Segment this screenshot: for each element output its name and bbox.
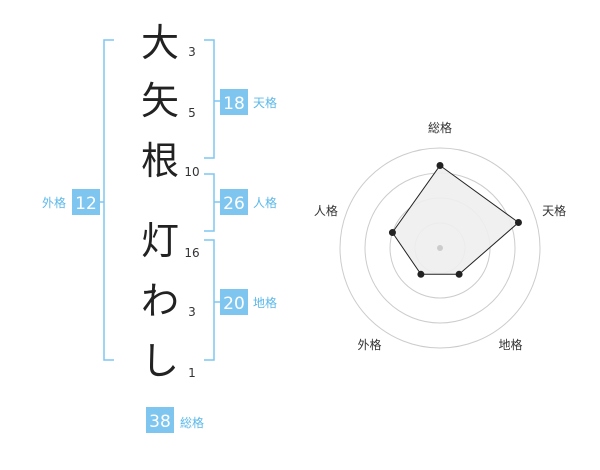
radar-point-jinkaku xyxy=(388,229,396,237)
stroke-counts: 3 5 10 16 3 1 xyxy=(184,45,199,380)
jinkaku-badge-box xyxy=(220,189,248,215)
tenkaku-value: 18 xyxy=(223,94,245,114)
radar-label-chikaku: 地格 xyxy=(498,337,522,352)
chikaku-label: 地格 xyxy=(253,295,277,310)
tenkaku-badge: 18 天格 xyxy=(220,89,277,115)
stroke-count-4: 16 xyxy=(184,246,199,260)
tenkaku-bracket xyxy=(204,39,215,159)
radar-polygon xyxy=(391,164,520,275)
jinkaku-label: 人格 xyxy=(253,195,277,210)
chikaku-badge: 20 地格 xyxy=(220,289,277,315)
stroke-count-1: 3 xyxy=(188,45,196,59)
soukaku-badge-box xyxy=(146,407,174,433)
stroke-count-5: 3 xyxy=(188,305,196,319)
chikaku-badge-box xyxy=(220,289,248,315)
radar-ring-4 xyxy=(339,147,541,349)
jinkaku-value: 26 xyxy=(223,194,245,214)
soukaku-badge: 38 総格 xyxy=(146,407,204,433)
name-characters: 大 矢 根 灯 わ し xyxy=(141,21,179,383)
radar-label-jinkaku: 人格 xyxy=(314,203,338,218)
gaikaku-value: 12 xyxy=(75,194,97,214)
name-char-1: 大 xyxy=(141,21,179,65)
radar-point-tenkaku xyxy=(514,219,522,227)
gaikaku-badge: 外格 12 xyxy=(42,189,100,215)
radar-label-soukaku: 総格 xyxy=(428,120,452,135)
radar-center-dot xyxy=(437,245,443,251)
radar-point-soukaku xyxy=(436,162,444,169)
name-char-6: し xyxy=(141,339,179,383)
brackets xyxy=(98,39,220,361)
name-char-5: わ xyxy=(141,279,179,323)
jinkaku-bracket xyxy=(204,173,215,232)
name-char-2: 矢 xyxy=(141,79,179,123)
radar-label-tenkaku: 天格 xyxy=(542,203,566,218)
soukaku-label: 総格 xyxy=(180,415,204,430)
chikaku-value: 20 xyxy=(223,294,245,314)
gaikaku-badge-box xyxy=(72,189,100,215)
radar-label-gaikaku: 外格 xyxy=(357,337,381,352)
name-char-4: 灯 xyxy=(141,219,179,263)
gaikaku-bracket xyxy=(103,39,114,361)
jinkaku-badge: 26 人格 xyxy=(220,189,277,215)
tenkaku-badge-box xyxy=(220,89,248,115)
stroke-count-3: 10 xyxy=(184,165,199,179)
name-char-3: 根 xyxy=(141,139,179,183)
radar-point-gaikaku xyxy=(417,270,425,278)
radar-points xyxy=(388,162,522,278)
gaikaku-label: 外格 xyxy=(42,195,66,210)
radar-point-chikaku xyxy=(455,270,463,278)
chikaku-bracket xyxy=(204,239,215,361)
stroke-count-6: 1 xyxy=(188,366,196,380)
tenkaku-label: 天格 xyxy=(253,95,277,110)
soukaku-value: 38 xyxy=(149,412,171,432)
stroke-count-2: 5 xyxy=(188,106,196,120)
